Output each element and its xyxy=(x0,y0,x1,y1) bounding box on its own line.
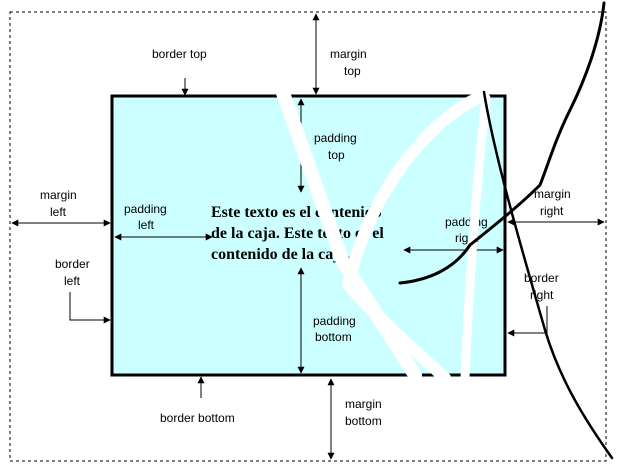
margin-top-label-2: top xyxy=(344,64,361,78)
border-left-label-2: left xyxy=(64,274,81,288)
white-scribble-3 xyxy=(460,93,491,383)
border-left-arrow xyxy=(69,292,111,324)
margin-bottom-label-2: bottom xyxy=(345,414,382,428)
margin-left-label: margin xyxy=(40,188,77,202)
margin-right-label: margin xyxy=(534,187,571,201)
padding-left-label-2: left xyxy=(138,218,155,232)
margin-left-label-2: left xyxy=(50,205,67,219)
border-bottom-label: border bottom xyxy=(160,411,235,425)
content-text: Este texto es el contenido de la caja. E… xyxy=(211,204,388,263)
border-top-label: border top xyxy=(152,47,207,61)
margin-bottom-label: margin xyxy=(345,397,382,411)
padding-top-label-2: top xyxy=(328,148,345,162)
content-line-3: contenido de la caja. xyxy=(211,246,351,263)
border-right-label: border xyxy=(524,271,559,285)
black-scribble-line xyxy=(482,90,614,460)
border-left-label: border xyxy=(55,257,90,271)
black-scribble-curve xyxy=(398,1,606,285)
padding-bottom-label: padding xyxy=(313,314,356,328)
white-scribble-2 xyxy=(342,92,484,384)
padding-left-label: padding xyxy=(124,202,167,216)
padding-top-label: padding xyxy=(314,131,357,145)
white-scribble-1 xyxy=(276,86,422,382)
margin-top-label: margin xyxy=(330,47,367,61)
padding-right-label: padding xyxy=(445,215,488,229)
padding-bottom-label-2: bottom xyxy=(315,330,352,344)
content-line-1: Este texto es el contenido xyxy=(211,204,382,221)
margin-right-label-2: right xyxy=(540,204,564,218)
